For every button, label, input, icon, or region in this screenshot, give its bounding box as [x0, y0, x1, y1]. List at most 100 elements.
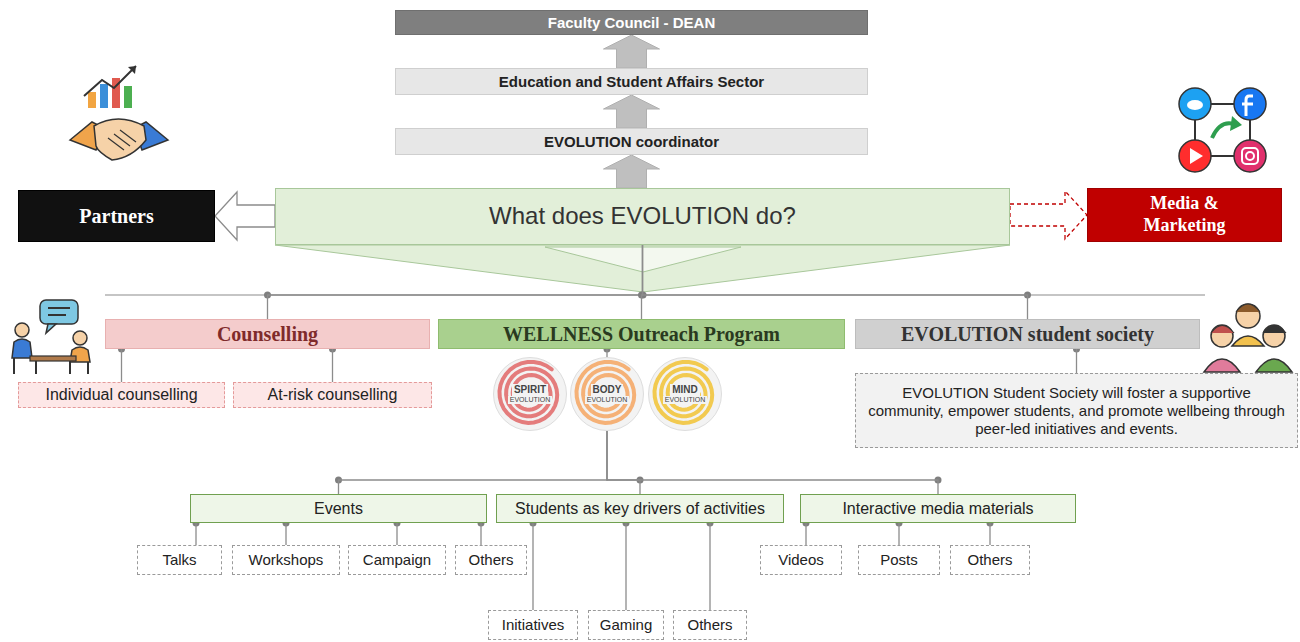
box-label: Workshops	[249, 551, 324, 569]
connector	[1073, 346, 1080, 374]
connector	[638, 245, 645, 319]
box-label: At-risk counselling	[268, 385, 398, 404]
hierarchy-band: Education and Student Affairs Sector	[395, 68, 868, 95]
block-arrow	[604, 155, 660, 188]
pillar-circle: BODYEVOLUTION	[570, 357, 644, 431]
logo-word: EVOLUTION	[663, 396, 707, 404]
connector-line	[607, 431, 640, 494]
connector	[530, 520, 537, 611]
sub-item-box: Others	[455, 545, 527, 575]
connector	[643, 245, 1032, 319]
spiral-stroke	[577, 362, 635, 423]
pillar-label: SPIRIT	[512, 384, 548, 396]
connector-line	[480, 523, 481, 545]
spiral-stroke	[655, 362, 713, 423]
box-label: Students as key drivers of activities	[515, 499, 765, 518]
box-label: WELLNESS Outreach Program	[503, 322, 780, 346]
block-arrow	[604, 95, 660, 128]
box-label: Education and Student Affairs Sector	[499, 73, 764, 91]
section-header: WELLNESS Outreach Program	[438, 319, 845, 349]
outline-arrow	[1010, 191, 1087, 239]
connector-line	[805, 523, 806, 545]
connector-line	[606, 349, 607, 357]
connector	[335, 431, 607, 494]
connector-line	[532, 523, 533, 610]
box-label: Interactive media materials	[842, 499, 1033, 518]
box-label: Counselling	[217, 322, 318, 346]
box-label: What does EVOLUTION do?	[489, 202, 796, 231]
media-marketing-box: Media & Marketing	[1087, 188, 1282, 242]
box-label: Posts	[880, 551, 918, 569]
partners-icon	[70, 66, 168, 160]
box-label: Individual counselling	[45, 385, 197, 404]
box-label: EVOLUTION Student Society will foster a …	[867, 384, 1287, 438]
box-label: Campaign	[363, 551, 431, 569]
connector-line	[195, 523, 196, 545]
connector	[604, 155, 660, 188]
main-question-box: What does EVOLUTION do?	[275, 188, 1010, 245]
pillar-label: MIND	[670, 384, 700, 396]
description-box: EVOLUTION Student Society will foster a …	[855, 373, 1298, 448]
connector-line	[268, 245, 643, 319]
connector	[394, 520, 401, 546]
connector	[264, 245, 643, 319]
connector	[707, 520, 714, 611]
connector-line	[396, 523, 397, 545]
box-label: Faculty Council - DEAN	[548, 14, 716, 32]
connector-line	[121, 349, 122, 382]
connector	[118, 346, 125, 383]
sub-item-box: Workshops	[232, 545, 340, 575]
sub-item-box: Gaming	[588, 610, 664, 640]
sub-item-box: Videos	[760, 545, 842, 575]
outline-arrow	[215, 192, 275, 240]
connector-line	[1076, 349, 1077, 373]
section-header: Counselling	[105, 319, 430, 349]
box-label: Initiatives	[502, 616, 565, 634]
box-label: Events	[314, 499, 363, 518]
counselling-type-box: At-risk counselling	[233, 382, 432, 408]
sub-item-box: Posts	[858, 545, 940, 575]
box-label: Others	[687, 616, 732, 634]
box-label: Media & Marketing	[1110, 193, 1260, 236]
connector	[604, 95, 660, 128]
category-box: Events	[190, 494, 487, 523]
box-label: EVOLUTION student society	[901, 322, 1154, 346]
sub-item-box: Others	[950, 545, 1030, 575]
box-label: Talks	[162, 551, 196, 569]
logo-word: EVOLUTION	[585, 396, 629, 404]
partners-box: Partners	[18, 190, 215, 242]
sub-item-box: Campaign	[348, 545, 446, 575]
connector-line	[625, 523, 626, 610]
section-header: EVOLUTION student society	[855, 319, 1200, 349]
box-label: Others	[468, 551, 513, 569]
box-label: Others	[967, 551, 1012, 569]
connector-line	[989, 523, 990, 545]
connector-line	[332, 349, 333, 382]
connector	[193, 520, 200, 546]
connector	[607, 431, 644, 494]
pillar-label: BODY	[591, 384, 624, 396]
block-arrow	[604, 35, 660, 68]
logo-word: EVOLUTION	[508, 396, 552, 404]
connector-line	[339, 431, 608, 494]
pillar-circle: SPIRITEVOLUTION	[493, 357, 567, 431]
category-box: Interactive media materials	[800, 494, 1076, 523]
counselling-type-box: Individual counselling	[18, 382, 225, 408]
dean-band: Faculty Council - DEAN	[395, 10, 868, 35]
pillar-circle: MINDEVOLUTION	[648, 357, 722, 431]
connector-line	[285, 523, 286, 545]
connector	[987, 520, 994, 546]
counselling-icon	[12, 300, 90, 374]
hierarchy-band: EVOLUTION coordinator	[395, 128, 868, 155]
box-label: Videos	[778, 551, 824, 569]
connector	[604, 35, 660, 68]
sub-item-box: Initiatives	[488, 610, 578, 640]
spiral-stroke	[500, 362, 558, 423]
connector-line	[709, 523, 710, 610]
connector	[283, 520, 290, 546]
box-label: EVOLUTION coordinator	[544, 133, 719, 151]
sub-item-box: Others	[673, 610, 747, 640]
people-group-icon	[1204, 304, 1292, 372]
connector	[1010, 191, 1087, 239]
